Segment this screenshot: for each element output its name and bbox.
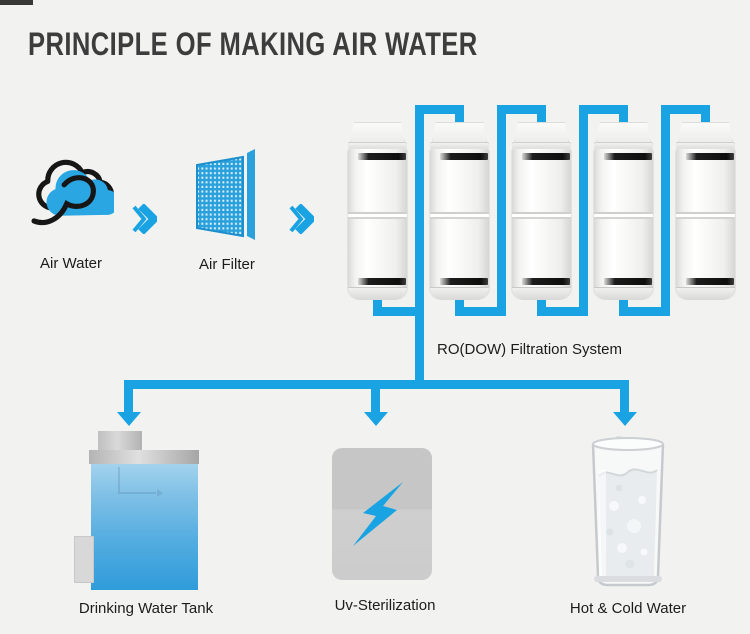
air-filter-label: Air Filter (199, 256, 255, 273)
filter-cartridge (347, 120, 408, 300)
hot-cold-water-label: Hot & Cold Water (569, 600, 687, 617)
water-glass-icon (591, 436, 665, 587)
pipe-segment (455, 307, 507, 316)
pipe-segment (701, 112, 710, 126)
pipe-segment (537, 307, 589, 316)
chevron-right-icon (289, 204, 314, 234)
cloud-icon (31, 159, 114, 226)
water-tank-icon (98, 431, 142, 451)
air-water-label: Air Water (40, 255, 102, 272)
water-tank-arrow-watermark (118, 467, 163, 497)
filter-cartridge (429, 120, 490, 300)
pipe-segment (124, 383, 133, 413)
pipe-segment (415, 105, 464, 114)
pipe-segment (619, 112, 628, 126)
drinking-water-tank-label: Drinking Water Tank (78, 600, 214, 617)
uv-lightning-icon (353, 482, 403, 546)
pipe-segment (661, 105, 710, 114)
water-tank-lid (89, 450, 199, 464)
pipe-segment (455, 297, 464, 309)
filter-cartridge (675, 120, 736, 300)
pipe-segment (579, 105, 589, 316)
pipe-segment (455, 112, 464, 126)
uv-sterilization-label: Uv-Sterilization (334, 597, 436, 614)
filter-cartridge (511, 120, 572, 300)
pipe-segment (619, 297, 628, 309)
pipe-segment (415, 105, 425, 389)
filter-cartridge (593, 120, 654, 300)
down-arrow-icon (612, 412, 637, 426)
pipe-segment (620, 383, 629, 413)
air-filter-icon (196, 149, 255, 240)
down-arrow-icon (363, 412, 388, 426)
pipe-segment (537, 297, 546, 309)
pipe-segment (373, 297, 382, 309)
pipe-segment (619, 307, 671, 316)
water-tank-body (91, 464, 198, 590)
pipe-segment (537, 112, 546, 126)
pipe-segment (579, 105, 628, 114)
down-arrow-icon (116, 412, 141, 426)
chevron-right-icon (132, 204, 157, 234)
pipe-segment (371, 383, 380, 413)
filtration-system-label: RO(DOW) Filtration System (437, 341, 623, 358)
corner-mark (0, 0, 33, 5)
page-title: PRINCIPLE OF MAKING AIR WATER (28, 26, 478, 62)
pipe-segment (373, 307, 425, 316)
pipe-segment (661, 105, 671, 316)
pipe-segment (497, 105, 507, 316)
pipe-segment (497, 105, 546, 114)
water-tank-outlet (74, 536, 94, 583)
